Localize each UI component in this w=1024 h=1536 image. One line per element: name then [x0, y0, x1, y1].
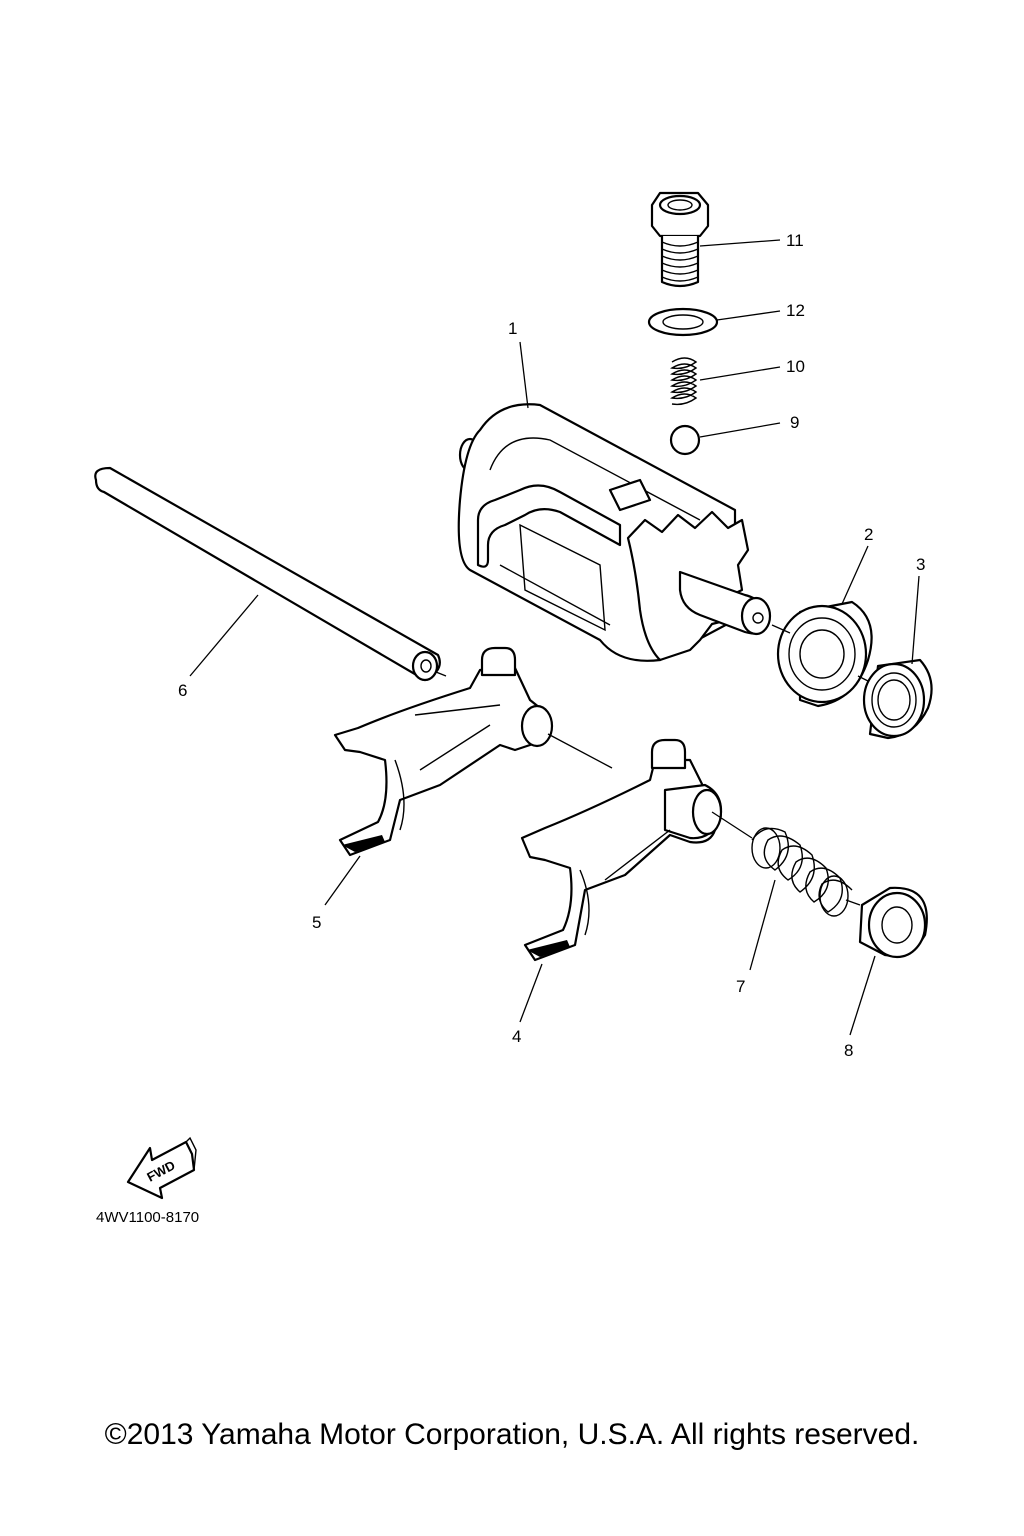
part-ball[interactable]: [669, 424, 701, 456]
callout-6: 6: [178, 681, 187, 700]
copyright-notice: ©2013 Yamaha Motor Corporation, U.S.A. A…: [104, 1418, 920, 1451]
callout-3: 3: [916, 555, 925, 574]
callout-2: 2: [864, 525, 873, 544]
leader-lines: [189, 239, 920, 1036]
part-bolt[interactable]: [650, 191, 710, 288]
part-collar[interactable]: [858, 886, 928, 959]
part-bearing[interactable]: [776, 600, 873, 708]
callout-9: 9: [790, 413, 799, 432]
part-washer[interactable]: [647, 307, 719, 337]
part-shift-fork-5[interactable]: [333, 646, 554, 857]
part-shift-fork-4[interactable]: [520, 738, 723, 962]
part-shift-drum[interactable]: [457, 403, 772, 662]
part-guide-bar[interactable]: [94, 466, 441, 682]
callout-7: 7: [736, 977, 745, 996]
part-oil-seal[interactable]: [862, 658, 933, 740]
callout-10: 10: [786, 357, 805, 376]
part-small-spring[interactable]: [670, 357, 698, 406]
fwd-arrow-icon: FWD: [126, 1136, 197, 1200]
callout-8: 8: [844, 1041, 853, 1060]
diagram-code: 4WV1100-8170: [96, 1209, 200, 1226]
assembly-axes: [435, 624, 869, 906]
callout-5: 5: [312, 913, 321, 932]
callout-labels: 1 2 3 4 5 6 7 8 9 10 11 12: [178, 231, 925, 1060]
callout-1: 1: [508, 319, 517, 338]
part-spring[interactable]: [751, 827, 853, 917]
callout-12: 12: [786, 301, 805, 320]
callout-4: 4: [512, 1027, 521, 1046]
callout-11: 11: [786, 231, 804, 250]
